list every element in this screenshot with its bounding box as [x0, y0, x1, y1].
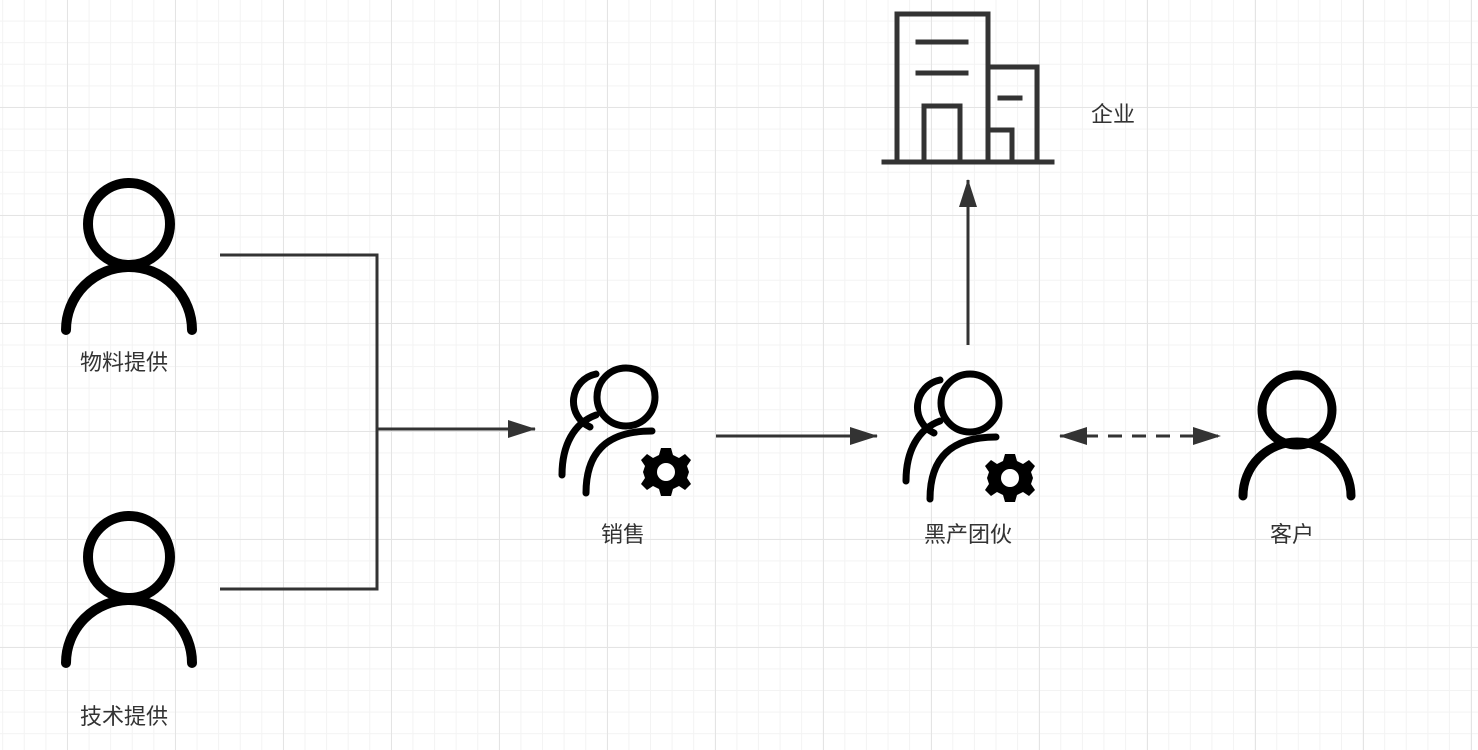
node-label-tech-supply: 技术提供 [79, 705, 169, 730]
building-icon [881, 11, 1055, 165]
user-icon [61, 178, 197, 335]
edge-tech-supply-to-sales [220, 429, 379, 591]
user-group-gear-icon [558, 364, 691, 497]
user-icon [61, 511, 197, 668]
user-group-gear-icon [902, 370, 1035, 503]
node-label-enterprise: 企业 [1090, 103, 1136, 128]
node-label-material-supply: 物料提供 [79, 351, 169, 376]
user-icon [1238, 370, 1356, 501]
edge-material-supply-to-sales [220, 253, 379, 429]
connectors [220, 179, 1221, 591]
node-label-customer: 客户 [1269, 523, 1315, 548]
node-label-sales: 销售 [600, 523, 646, 548]
gear-icon [641, 448, 691, 496]
gear-icon [985, 454, 1035, 502]
node-label-black-gang: 黑产团伙 [923, 523, 1013, 548]
